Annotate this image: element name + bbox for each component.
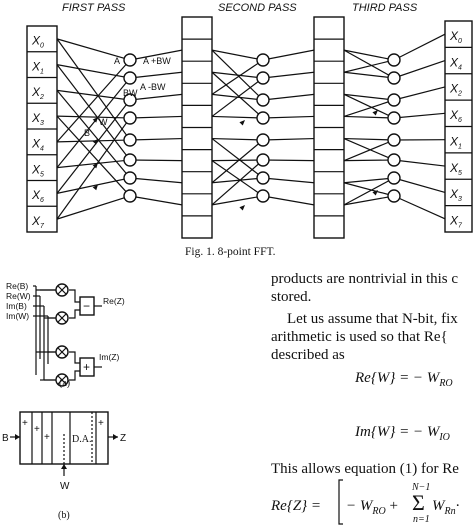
butterfly-node [256,71,270,85]
butterfly-node [256,171,270,185]
butterfly-node [387,189,401,203]
svg-text:+: + [22,418,28,429]
butterfly-label-bw: BW [123,88,138,98]
pass-label-second: SECOND PASS [218,2,297,14]
fig2a-caption: (a) [59,378,70,388]
stage2-cells [314,38,344,217]
distributed-arithmetic-diagram: + + + + D.A. B Z W (b) [2,411,126,521]
input-label-w: W [60,481,70,492]
butterfly-node [387,171,401,185]
text-line-1: products are nontrivial in this c [271,271,459,287]
equation-re-z-body: − WRO + [346,498,398,517]
butterfly-node [256,153,270,167]
butterfly-label-b: B [84,128,90,138]
output-label-re-z: Re(Z) [103,296,125,306]
equation-re-z-left: Re{Z} = [271,498,322,514]
equation-re-w: Re{W} = − WRO [355,370,453,389]
fft-diagram: FIRST PASS SECOND PASS THIRD PASS X0X1X2… [26,2,473,239]
summation-sign: Σ [412,490,425,515]
equation-im-w: Im{W} = − WIO [355,424,450,443]
butterfly-label-a-minus-bw: A -BW [140,82,166,92]
equation-re-z-bracket [338,479,343,525]
butterfly-node [256,111,270,125]
butterfly-node [387,71,401,85]
butterfly-label-a-plus-bw: A +BW [143,56,171,66]
input-label-im-w: Im(W) [6,311,29,321]
output-label-im-z: Im(Z) [99,352,119,362]
text-line-6: This allows equation (1) for Re [271,461,459,477]
butterfly-node [256,133,270,147]
butterfly-node [123,93,137,107]
complex-multiplier-diagram: Re(B) Re(W) Im(B) Im(W) − Re(Z) + Im(Z) … [6,281,125,388]
svg-text:+: + [34,424,40,435]
butterfly-node [256,53,270,67]
butterfly-node [123,111,137,125]
output-label-z: Z [120,433,126,444]
summation-upper-limit: N−1 [412,482,431,493]
butterfly-node [256,189,270,203]
equation-re-z-term: WRn· [432,498,460,517]
pass-label-third: THIRD PASS [352,2,418,14]
text-line-4: arithmetic is used so that Re{ [271,329,448,345]
fig2b-caption: (b) [58,510,70,521]
fig1-caption: Fig. 1. 8-point FFT. [185,246,276,258]
da-block-label: D.A. [72,434,91,445]
text-line-3: Let us assume that N-bit, fix [287,311,458,327]
svg-text:+: + [44,432,50,443]
summation-lower-limit: n=1 [413,514,430,525]
butterfly-node [123,171,137,185]
text-line-5: described as [271,347,345,363]
butterfly-label-w: W [99,117,108,127]
butterfly-nodes [123,53,401,203]
butterfly-node [123,133,137,147]
text-line-2: stored. [271,289,312,305]
multipliers [36,283,69,387]
svg-text:+: + [98,418,104,429]
butterfly-node [123,189,137,203]
butterfly-node [123,53,137,67]
butterfly-node [387,133,401,147]
butterfly-node [123,71,137,85]
input-label-re-w: Re(W) [6,291,31,301]
butterfly-node [387,153,401,167]
input-label-im-b: Im(B) [6,301,27,311]
input-label-b: B [2,433,9,444]
butterfly-node [387,93,401,107]
butterfly-node [387,53,401,67]
subtractor-sign: − [83,299,90,313]
input-label-re-b: Re(B) [6,281,28,291]
adder-sign: + [83,360,90,374]
butterfly-node [123,153,137,167]
butterfly-wires [56,33,446,220]
stage1-cells [182,38,212,217]
butterfly-node [256,93,270,107]
butterfly-label-a: A [114,56,120,66]
pass-label-first: FIRST PASS [62,2,126,14]
butterfly-node [387,111,401,125]
